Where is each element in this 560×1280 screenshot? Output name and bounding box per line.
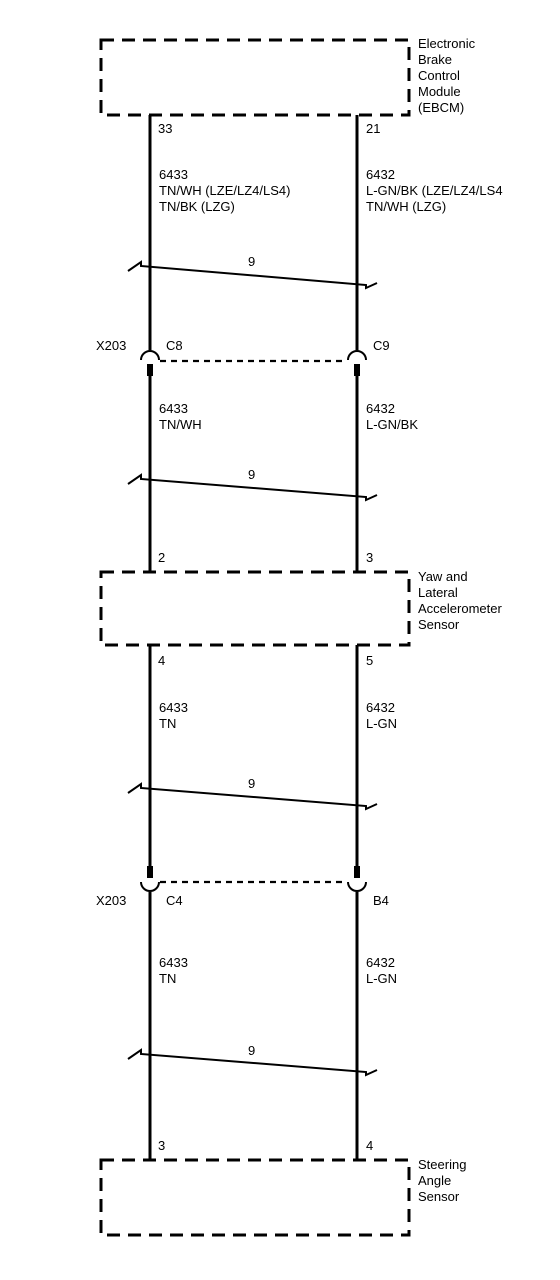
inline-connector-x203-lower: X203 C4 B4: [96, 866, 389, 908]
wire-label-seg2-left: 6433 TN/WH: [159, 401, 202, 432]
ebcm-label-line: Brake: [418, 52, 452, 67]
wire-circuit-number: 6432: [366, 167, 395, 182]
twist-count: 9: [248, 776, 255, 791]
yaw-label-line: Sensor: [418, 617, 460, 632]
wire-label-seg1-left: 6433 TN/WH (LZE/LZ4/LS4) TN/BK (LZG): [159, 167, 290, 214]
steering-label-line: Sensor: [418, 1189, 460, 1204]
wire-color: L-GN/BK: [366, 417, 418, 432]
ebcm-label-line: Control: [418, 68, 460, 83]
connector-pin-right: C9: [373, 338, 390, 353]
steering-pin-left: 3: [158, 1138, 165, 1153]
connector-pin-block-right: [354, 866, 360, 878]
twist-count: 9: [248, 467, 255, 482]
connector-hook-right: [347, 350, 367, 361]
ebcm-label-line: Electronic: [418, 36, 476, 51]
twist-line: [127, 782, 378, 811]
twist-line: [127, 1048, 378, 1077]
inline-connector-x203-upper: X203 C8 C9: [96, 338, 390, 376]
steering-pin-right: 4: [366, 1138, 373, 1153]
wire-circuit-number: 6432: [366, 955, 395, 970]
yaw-sensor-component-box: [99, 570, 411, 647]
wire-circuit-number: 6433: [159, 401, 188, 416]
wire-label-seg4-left: 6433 TN: [159, 955, 188, 986]
ebcm-component-box: [99, 38, 411, 117]
yaw-label-line: Lateral: [418, 585, 458, 600]
steering-label-line: Steering: [418, 1157, 466, 1172]
wire-label-seg2-right: 6432 L-GN/BK: [366, 401, 418, 432]
wire-color: TN/WH: [159, 417, 202, 432]
wire-label-seg4-right: 6432 L-GN: [366, 955, 397, 986]
wire-color: L-GN: [366, 716, 397, 731]
wire-label-seg3-right: 6432 L-GN: [366, 700, 397, 731]
wire-label-seg3-left: 6433 TN: [159, 700, 188, 731]
connector-name: X203: [96, 893, 126, 908]
wire-color: TN/WH (LZG): [366, 199, 446, 214]
twisted-pair-symbol: 9: [127, 467, 378, 502]
connector-hook-left: [140, 881, 160, 892]
connector-name: X203: [96, 338, 126, 353]
steering-sensor-component-box: [99, 1158, 411, 1237]
steering-label-line: Angle: [418, 1173, 451, 1188]
yaw-pin-top-right: 3: [366, 550, 373, 565]
ebcm-pin-right: 21: [366, 121, 380, 136]
wire-circuit-number: 6432: [366, 401, 395, 416]
yaw-label-line: Yaw and: [418, 569, 468, 584]
ebcm-label-line: (EBCM): [418, 100, 464, 115]
yaw-pin-bottom-right: 5: [366, 653, 373, 668]
connector-pin-block-left: [147, 364, 153, 376]
wire-circuit-number: 6432: [366, 700, 395, 715]
twisted-pair-symbol: 9: [127, 254, 378, 290]
wire-color: TN: [159, 971, 176, 986]
connector-hook-right: [347, 881, 367, 892]
wire-label-seg1-right: 6432 L-GN/BK (LZE/LZ4/LS4 TN/WH (LZG): [366, 167, 503, 214]
yaw-pin-bottom-left: 4: [158, 653, 165, 668]
connector-pin-right: B4: [373, 893, 389, 908]
yaw-sensor-label: Yaw and Lateral Accelerometer Sensor: [418, 569, 502, 632]
connector-hook-left: [140, 350, 160, 361]
connector-pin-block-right: [354, 364, 360, 376]
wire-color: L-GN: [366, 971, 397, 986]
wire-color: TN/WH (LZE/LZ4/LS4): [159, 183, 290, 198]
ebcm-label-line: Module: [418, 84, 461, 99]
connector-pin-block-left: [147, 866, 153, 878]
twist-line: [127, 260, 378, 290]
wire-circuit-number: 6433: [159, 700, 188, 715]
twisted-pair-symbol: 9: [127, 776, 378, 811]
wire-color: L-GN/BK (LZE/LZ4/LS4: [366, 183, 503, 198]
yaw-pin-top-left: 2: [158, 550, 165, 565]
twist-count: 9: [248, 254, 255, 269]
connector-pin-left: C8: [166, 338, 183, 353]
ebcm-pin-left: 33: [158, 121, 172, 136]
wire-circuit-number: 6433: [159, 955, 188, 970]
yaw-label-line: Accelerometer: [418, 601, 502, 616]
steering-sensor-label: Steering Angle Sensor: [418, 1157, 466, 1204]
wire-color: TN/BK (LZG): [159, 199, 235, 214]
twist-count: 9: [248, 1043, 255, 1058]
wire-circuit-number: 6433: [159, 167, 188, 182]
ebcm-label: Electronic Brake Control Module (EBCM): [418, 36, 476, 115]
connector-pin-left: C4: [166, 893, 183, 908]
twisted-pair-symbol: 9: [127, 1043, 378, 1077]
wire-color: TN: [159, 716, 176, 731]
twist-line: [127, 473, 378, 502]
